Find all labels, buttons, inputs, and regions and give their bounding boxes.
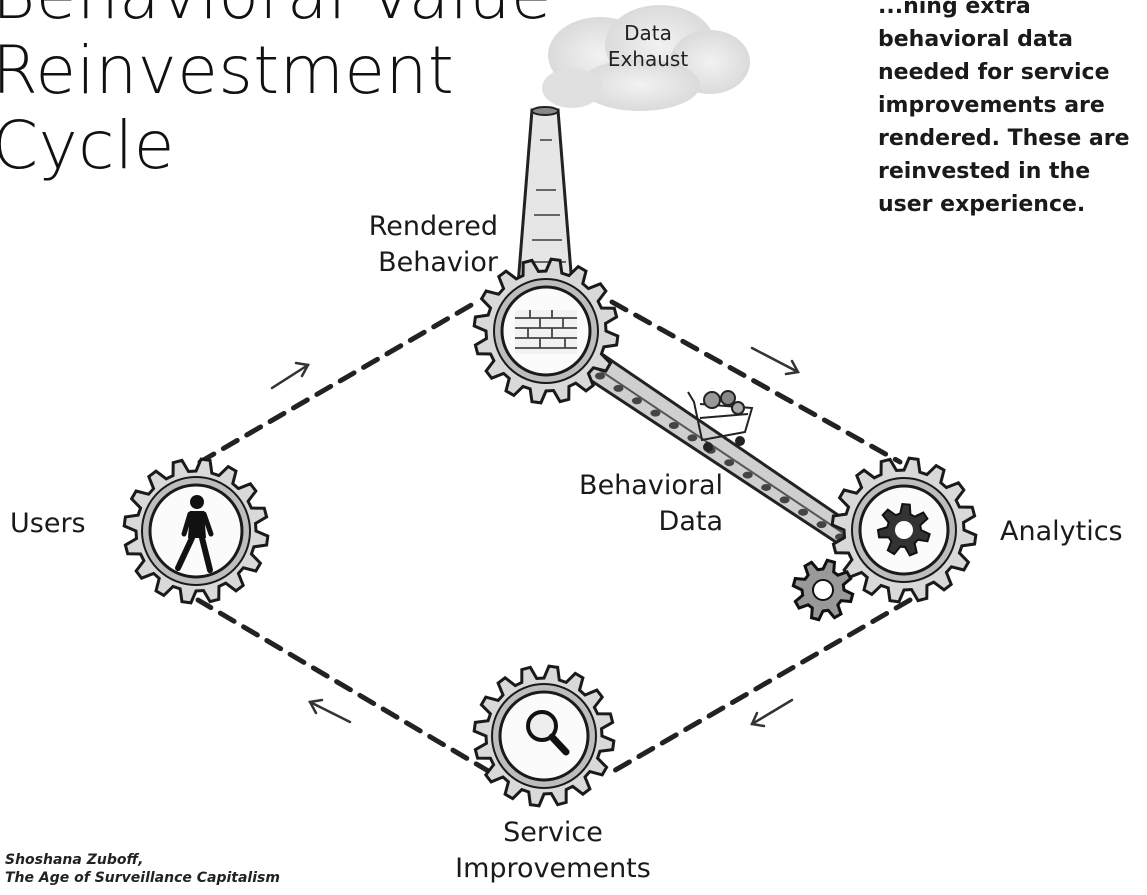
- arrow-down-right-icon: [750, 346, 800, 376]
- data-exhaust-line-1: Data: [624, 21, 672, 45]
- data-exhaust-label: Data Exhaust: [593, 20, 703, 72]
- page-title: Behavioral Value Reinvestment Cycle: [0, 0, 552, 183]
- source-credit: Shoshana Zuboff, The Age of Surveillance…: [5, 851, 280, 887]
- conveyor-roller: [798, 508, 809, 516]
- small-gear: [791, 558, 855, 622]
- walking-person-icon: [175, 495, 214, 573]
- service-improvements-line-1: Service: [503, 817, 603, 848]
- title-line-2: Reinvestment: [0, 32, 455, 109]
- direction-arrows: [270, 346, 800, 728]
- magnifier-icon: [526, 710, 570, 756]
- smokestack-icon: [516, 106, 574, 287]
- conveyor-roller: [650, 409, 661, 417]
- service-improvements-line-2: Improvements: [455, 853, 651, 884]
- users-label: Users: [10, 508, 86, 539]
- arrow-up-right-icon: [270, 361, 310, 390]
- arrow-down-left-icon: [750, 698, 794, 728]
- data-exhaust-cloud: [542, 5, 750, 111]
- title-line-3: Cycle: [0, 107, 175, 184]
- conveyor-roller: [668, 422, 679, 430]
- rendered-behavior-line-2: Behavior: [378, 247, 498, 278]
- note-line-1: behavioral data: [878, 27, 1074, 52]
- note-line-0: ...ning extra: [878, 0, 1031, 19]
- rendered-behavior-line-1: Rendered: [368, 211, 498, 242]
- shopping-cart-icon: [687, 390, 754, 452]
- gear-icon: [876, 502, 931, 557]
- behavioral-data-label: Behavioral Data: [548, 468, 723, 540]
- title-line-1: Behavioral Value: [0, 0, 552, 33]
- behavioral-data-line-2: Data: [658, 506, 723, 537]
- brick-wall-icon: [515, 310, 577, 354]
- credit-author: Shoshana Zuboff,: [5, 852, 144, 868]
- service-improvements-label: Service Improvements: [438, 815, 668, 887]
- rendered-behavior-label: Rendered Behavior: [338, 209, 498, 281]
- note-line-4: rendered. These are: [878, 126, 1130, 151]
- arrow-up-left-icon: [308, 698, 352, 724]
- explanation-note: ...ning extra behavioral data needed for…: [878, 0, 1147, 221]
- analytics-label: Analytics: [1000, 516, 1123, 547]
- conveyor-roller: [816, 521, 827, 529]
- conveyor-roller: [724, 459, 735, 467]
- conveyor-roller: [742, 471, 753, 479]
- conveyor-roller: [779, 496, 790, 504]
- note-line-6: user experience.: [878, 192, 1086, 217]
- conveyor-roller: [613, 384, 624, 392]
- cycle-path: [195, 297, 913, 775]
- conveyor-roller: [761, 483, 772, 491]
- behavioral-data-line-1: Behavioral: [579, 470, 723, 501]
- conveyor-roller: [631, 397, 642, 405]
- data-exhaust-line-2: Exhaust: [607, 47, 689, 71]
- conveyor-roller: [595, 372, 605, 380]
- note-line-5: reinvested in the: [878, 159, 1091, 184]
- credit-book: The Age of Surveillance Capitalism: [5, 870, 280, 886]
- note-line-3: improvements are: [878, 93, 1105, 118]
- note-line-2: needed for service: [878, 60, 1110, 85]
- conveyor-roller: [687, 434, 698, 442]
